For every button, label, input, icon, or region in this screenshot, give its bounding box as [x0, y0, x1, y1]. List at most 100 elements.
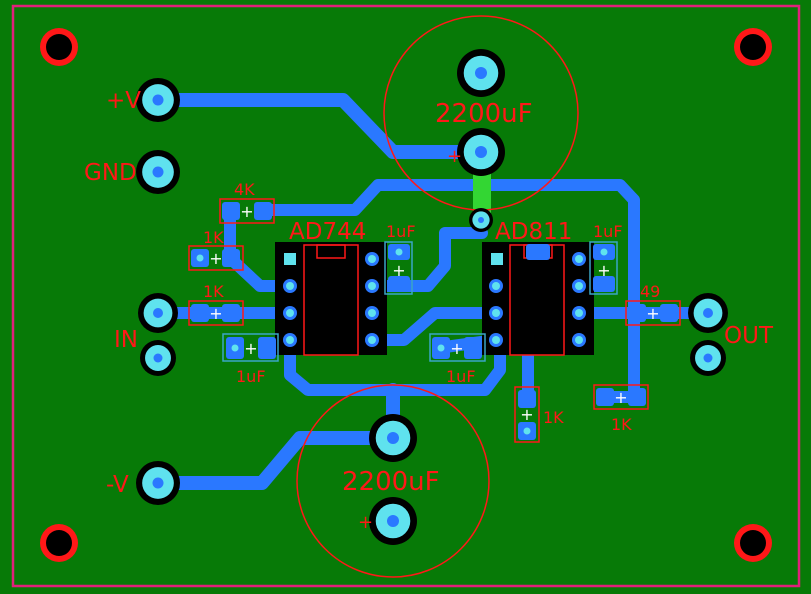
ic-pin-hole-13 — [575, 336, 583, 344]
label-c-1uf-d: 1uF — [446, 367, 476, 386]
resistor-1k-a-outline — [188, 245, 244, 271]
mount-hole-0 — [46, 34, 72, 60]
plus-mark-1uf-d: + — [450, 339, 463, 358]
ic-pin-hole-7 — [492, 282, 500, 290]
cap-1uf-b-outline — [589, 241, 618, 295]
label-r-1k-d: 1K — [611, 415, 632, 434]
label-cap-bottom: 2200uF — [342, 467, 440, 497]
pad-1k-d-1 — [596, 388, 614, 406]
ic2-pins — [488, 251, 506, 267]
smd-pads — [191, 202, 678, 408]
pad-1k-c-2-hole — [523, 427, 531, 435]
ic-pin-hole-6 — [368, 336, 376, 344]
pad-1k-d-2 — [628, 388, 646, 406]
plus-marks: + + + + + + + + + + — [209, 202, 659, 424]
resistor-4k-outline — [219, 198, 275, 224]
label-c-1uf-c: 1uF — [236, 367, 266, 386]
ic-pin-hole-9 — [492, 336, 500, 344]
ic2-pin-1-pad — [491, 253, 503, 265]
through-hole-pads — [136, 49, 728, 545]
pad-out-gnd-hole — [703, 353, 713, 363]
silkscreen-labels: +V GND IN -V OUT 2200uF 2200uF AD744 AD8… — [84, 88, 774, 533]
pad-gnd-hole — [152, 166, 164, 178]
label-r-1k-b: 1K — [203, 282, 224, 301]
ic1-pin-1-pad — [284, 253, 296, 265]
mounting-holes — [40, 28, 772, 562]
board-outline — [11, 4, 801, 588]
pad-1uf-c-2 — [258, 337, 276, 359]
label-ic1: AD744 — [289, 219, 366, 245]
ic-round-pins — [280, 249, 589, 350]
pad-49-1 — [628, 304, 646, 322]
ic-pin-hole-11 — [575, 282, 583, 290]
mount-hole-3 — [740, 530, 766, 556]
trace-ic1-to-ic2 — [366, 307, 502, 346]
pad-minus-v-hole — [152, 477, 164, 489]
plus-mark-1uf-c: + — [244, 339, 257, 358]
label-c-1uf-a: 1uF — [386, 222, 416, 241]
label-cap-bottom-plus: + — [358, 512, 373, 533]
plus-mark-1uf-b: + — [597, 261, 610, 280]
cap-1uf-a-outline — [384, 241, 413, 295]
pad-cap-bottom-pos-hole — [387, 515, 399, 527]
pad-1k-a-1-hole — [196, 254, 204, 262]
ic-pin-hole-3 — [368, 255, 376, 263]
plus-mark-49: + — [646, 304, 659, 323]
ic-pin-hole-5 — [368, 309, 376, 317]
pad-in-gnd-hole — [153, 353, 163, 363]
label-r-49: 49 — [640, 282, 660, 301]
ic-pin-hole-2 — [286, 336, 294, 344]
cap-1uf-d-outline — [429, 333, 486, 362]
resistor-49-outline — [625, 300, 681, 326]
mount-hole-2 — [46, 530, 72, 556]
pad-1uf-d-1-hole — [437, 344, 445, 352]
plus-mark-4k: + — [240, 202, 253, 221]
jumper-wire — [473, 170, 491, 220]
pad-in-hole — [153, 308, 163, 318]
label-cap-top: 2200uF — [435, 99, 533, 129]
pad-1k-a-2 — [222, 249, 240, 267]
cap-1uf-c-outline — [222, 333, 279, 362]
label-c-1uf-b: 1uF — [593, 222, 623, 241]
pad-1uf-c-1-hole — [231, 344, 239, 352]
ic1-pins — [281, 251, 299, 267]
label-cap-top-plus: + — [447, 146, 462, 167]
pad-49-2 — [660, 304, 678, 322]
label-ic2: AD811 — [495, 219, 572, 245]
resistor-1k-d-outline — [593, 384, 649, 410]
pad-cap-top-pos-hole — [475, 146, 487, 158]
ic1-notch — [316, 244, 346, 259]
pad-cap-bottom-neg-hole — [387, 432, 399, 444]
ic-pin-hole-0 — [286, 282, 294, 290]
label-in: IN — [114, 327, 138, 353]
label-r-1k-c: 1K — [543, 408, 564, 427]
resistor-outlines — [188, 198, 681, 443]
ic-pin-hole-1 — [286, 309, 294, 317]
label-r-4k: 4K — [234, 180, 255, 199]
ic-pin-hole-12 — [575, 309, 583, 317]
small-cap-outlines — [222, 241, 618, 362]
pad-plus-v-hole — [152, 94, 164, 106]
pad-1uf-d-2 — [464, 337, 482, 359]
plus-mark-1k-a: + — [209, 249, 222, 268]
ic-pin-hole-10 — [575, 255, 583, 263]
mount-hole-1 — [740, 34, 766, 60]
plus-mark-1uf-a: + — [392, 261, 405, 280]
label-plus-v: +V — [106, 88, 141, 114]
pad-1uf-b-1-hole — [600, 248, 608, 256]
pad-1k-b-2 — [222, 304, 240, 322]
label-r-1k-a: 1K — [203, 228, 224, 247]
pad-out-hole — [703, 308, 713, 318]
resistor-1k-b-outline — [188, 300, 244, 326]
trace-plus-v — [151, 93, 489, 159]
label-gnd: GND — [84, 160, 137, 186]
pad-1uf-a-2 — [388, 276, 410, 292]
resistor-1k-c-outline — [514, 386, 540, 443]
ic-pin-hole-4 — [368, 282, 376, 290]
smd-small-pads — [191, 244, 615, 440]
pad-cap-top-neg-hole — [475, 67, 487, 79]
pad-4k-1 — [222, 202, 240, 220]
pad-4k-2 — [254, 202, 272, 220]
pad-jumper-hole — [478, 217, 484, 223]
